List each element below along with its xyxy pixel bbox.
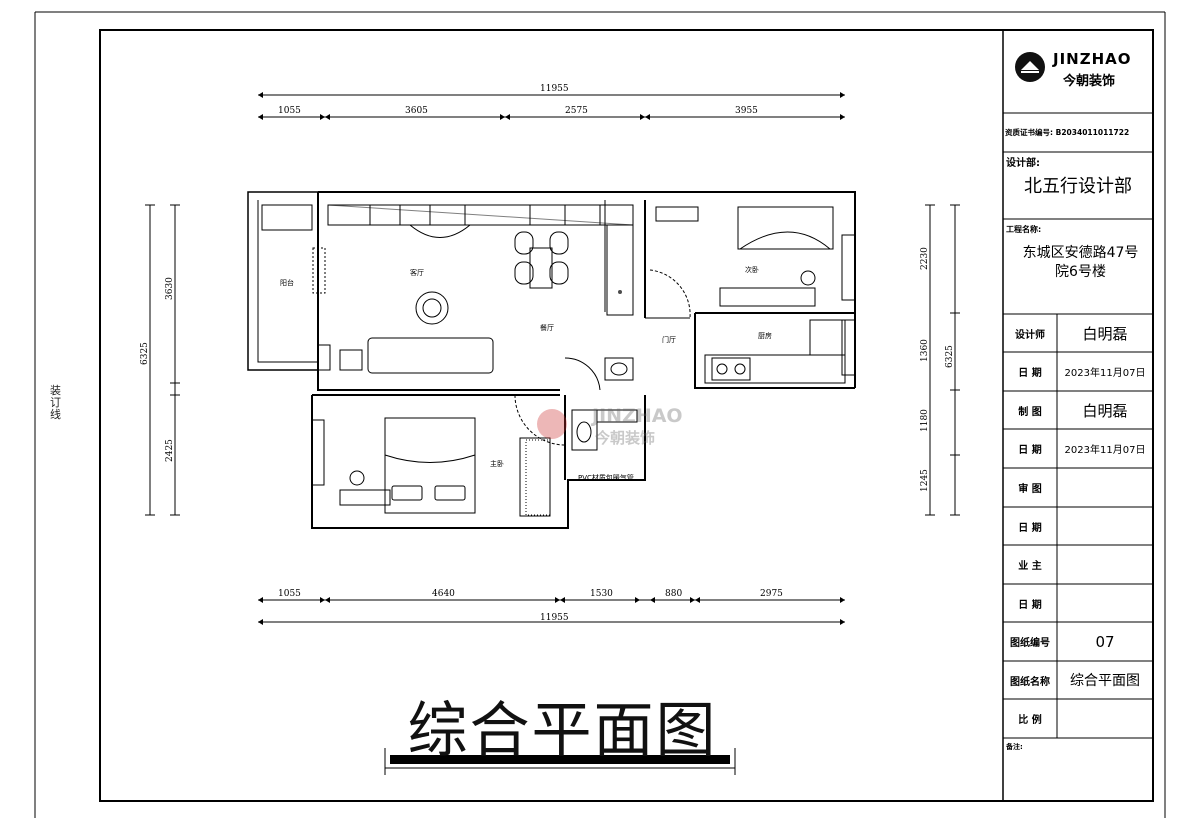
dim-top-3: 2575 [565, 106, 588, 116]
dim-left-2: 2425 [165, 439, 175, 462]
dim-bottom-4: 880 [665, 589, 682, 599]
note-label: 备注: [1006, 743, 1023, 751]
room-kitchen: 厨房 [758, 331, 772, 340]
row-drawing-name-value: 综合平面图 [1070, 673, 1140, 689]
dim-right-3: 1180 [920, 409, 930, 432]
logo-cn: 今朝装饰 [1063, 74, 1116, 89]
row-drafter-value: 白明磊 [1082, 401, 1128, 420]
license-number: 资质证书编号: B2034011011722 [1005, 128, 1130, 137]
dept-label: 设计部: [1006, 158, 1040, 169]
row-owner-label: 业 主 [1018, 561, 1042, 572]
row-date2-value: 2023年11月07日 [1064, 445, 1146, 456]
dim-top-1: 1055 [278, 106, 301, 116]
row-date2-label: 日 期 [1018, 445, 1042, 456]
dim-bottom-2: 4640 [432, 589, 455, 599]
row-date3-value [1057, 507, 1153, 545]
binding-line-label: 装订线 [50, 384, 61, 421]
dim-bottom-total: 11955 [540, 613, 569, 623]
row-drawing-no-value: 07 [1095, 632, 1115, 651]
row-owner-value [1057, 545, 1153, 584]
watermark-text-cn: 今朝装饰 [595, 429, 656, 447]
row-date1-label: 日 期 [1018, 368, 1042, 379]
dim-left-1: 3630 [165, 277, 175, 300]
row-designer-value: 白明磊 [1082, 324, 1128, 343]
title-block: JINZHAO 今朝装饰 资质证书编号: B2034011011722 设计部:… [1003, 30, 1153, 801]
row-drawing-name-label: 图纸名称 [1010, 676, 1050, 688]
drawing-title: 综合平面图 [407, 696, 718, 766]
duct-note: PVC材质包暖气管 [578, 473, 634, 482]
dim-right-total: 6325 [945, 345, 955, 368]
row-date3-label: 日 期 [1018, 522, 1042, 534]
row-designer-label: 设计师 [1015, 329, 1045, 341]
project-label: 工程名称: [1006, 225, 1042, 234]
dim-left-total: 6325 [140, 342, 150, 365]
room-master-bedroom: 主卧 [490, 459, 504, 468]
room-entrance: 门厅 [662, 335, 676, 344]
watermark-text-en: JINZHAO [592, 405, 683, 427]
row-date4-value [1057, 584, 1153, 622]
room-dining: 餐厅 [540, 323, 554, 332]
dim-right-1: 2230 [920, 247, 930, 270]
watermark-mark-icon [537, 409, 567, 439]
watermark-logo: JINZHAO 今朝装饰 [537, 405, 687, 449]
row-scale-label: 比 例 [1018, 715, 1042, 726]
dim-bottom-3: 1530 [590, 589, 613, 599]
row-reviewer-value [1057, 468, 1153, 507]
jinzhao-logo-icon [1015, 52, 1045, 82]
dim-bottom-5: 2975 [760, 589, 783, 599]
row-scale-value [1057, 699, 1153, 738]
dim-right-2: 1360 [920, 339, 930, 362]
row-reviewer-label: 审 图 [1018, 484, 1042, 495]
dim-bottom-1: 1055 [278, 589, 301, 599]
dept-value: 北五行设计部 [1024, 176, 1132, 197]
dim-top-total: 11955 [540, 84, 569, 94]
dim-right-4: 1245 [920, 469, 930, 492]
room-second-bedroom: 次卧 [745, 265, 759, 274]
row-drawing-no-label: 图纸编号 [1010, 638, 1050, 649]
row-drafter-label: 制 图 [1018, 406, 1042, 418]
project-value: 东城区安德路47号院6号楼 [1022, 245, 1139, 280]
row-date4-label: 日 期 [1018, 599, 1042, 611]
room-living: 客厅 [410, 268, 424, 277]
dim-top-4: 3955 [735, 106, 758, 116]
row-date1-value: 2023年11月07日 [1064, 368, 1146, 379]
logo-en: JINZHAO [1053, 50, 1132, 68]
room-balcony: 阳台 [280, 278, 294, 287]
dim-top-2: 3605 [405, 106, 428, 116]
